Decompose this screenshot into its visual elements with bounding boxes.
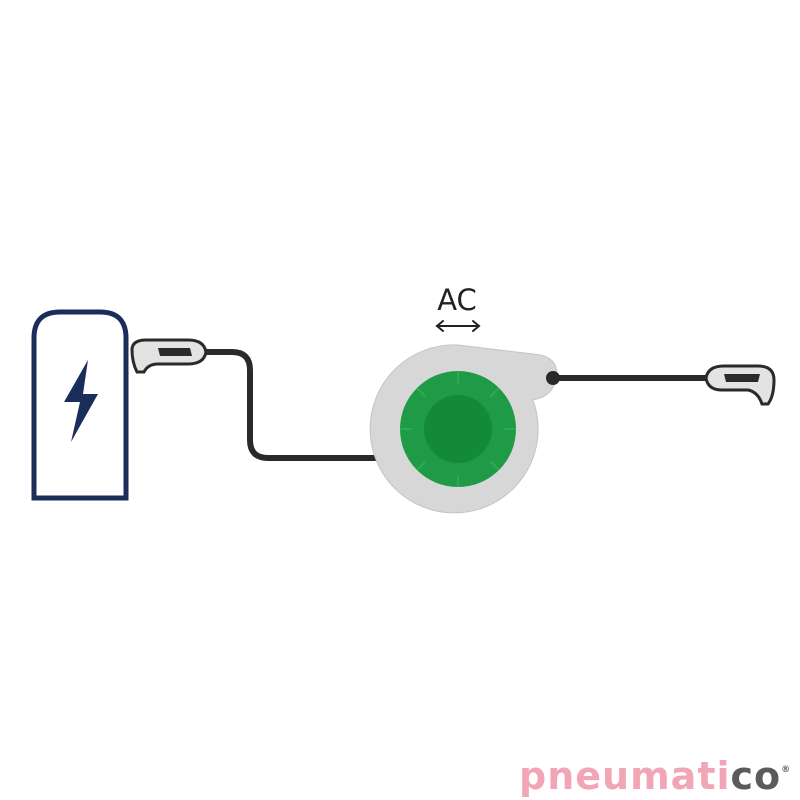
ev-plug-icon-right — [704, 364, 776, 406]
double-arrow-icon — [435, 320, 481, 332]
left-cable — [193, 349, 383, 461]
reel-hub — [424, 395, 492, 463]
lightning-bolt-icon — [64, 360, 98, 442]
brand-name-end: co — [730, 754, 782, 798]
cable-reel-icon — [369, 344, 560, 514]
reel-cable-exit — [546, 371, 560, 385]
brand-registered-mark: ® — [781, 765, 792, 775]
brand-name-main: pneumati — [519, 754, 731, 798]
ev-plug-icon-left — [130, 338, 208, 374]
ac-label: AC — [437, 283, 477, 317]
pneumatico-logo: pneumatico® — [519, 752, 791, 800]
